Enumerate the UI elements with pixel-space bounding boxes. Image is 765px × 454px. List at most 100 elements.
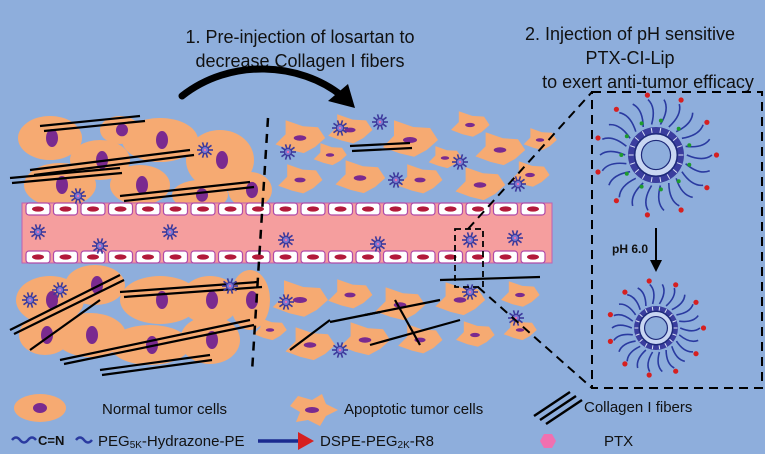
collagen-fiber	[123, 285, 263, 299]
endothelial-cell	[437, 250, 464, 264]
apoptotic-tumor-cell	[456, 321, 495, 347]
liposome-particle	[332, 342, 348, 358]
liposome-released	[607, 278, 707, 378]
endothelial-cell	[492, 202, 519, 216]
collagen-fiber	[123, 185, 255, 203]
bond-label: C=N	[38, 433, 64, 448]
collagen-fiber	[33, 153, 195, 177]
legend-collagen-icon	[533, 390, 583, 426]
legend-ptx-icon	[540, 434, 556, 448]
liposome-particle	[22, 292, 38, 308]
collagen-fiber	[9, 166, 121, 180]
collagen-fiber	[369, 318, 461, 347]
normal-tumor-cell	[228, 172, 272, 208]
endothelial-row-bottom	[25, 250, 546, 264]
collagen-fiber	[394, 299, 421, 346]
liposome-particle	[162, 224, 178, 240]
liposome-particle	[370, 236, 386, 252]
endothelial-row-top	[25, 202, 546, 216]
legend: Normal tumor cells Apoptotic tumor cells…	[11, 390, 692, 451]
endothelial-cell	[25, 250, 51, 264]
step2-title-line3: to exert anti-tumor efficacy	[542, 72, 754, 92]
liposome-intact	[595, 92, 720, 218]
liposome-particle	[388, 172, 404, 188]
legend-collagen: Collagen I fibers	[584, 399, 692, 416]
endothelial-cell	[300, 202, 326, 216]
endothelial-cell	[52, 250, 79, 264]
collagen-fiber	[349, 141, 411, 148]
apoptotic-tumor-cell	[382, 120, 438, 157]
zoom-line-top	[467, 91, 593, 230]
apoptotic-tumor-cell	[501, 281, 540, 307]
normal-tumor-cell	[230, 270, 270, 330]
collagen-fiber	[439, 275, 541, 282]
endothelial-cell	[135, 202, 161, 216]
endothelial-cell	[245, 202, 271, 216]
collagen-fiber	[29, 148, 191, 172]
endothelial-cell	[162, 202, 189, 216]
apoptotic-tumor-cell	[328, 114, 373, 144]
peg-suffix: -Hydrazone-PE	[142, 433, 245, 450]
endothelial-cell	[217, 202, 244, 216]
endothelial-cell	[190, 202, 216, 216]
apoptotic-tumor-cell	[511, 161, 550, 187]
liposome-particle	[510, 176, 526, 192]
legend-dspe: DSPE-PEG2K-R8	[320, 433, 434, 451]
collagen-fiber	[351, 146, 413, 153]
liposome-particle	[462, 232, 478, 248]
collagen-fiber	[119, 280, 259, 294]
apoptotic-tumor-cell	[523, 128, 557, 151]
collagen-fiber	[119, 180, 251, 198]
peg-prefix: PEG	[98, 433, 130, 450]
endothelial-cell	[410, 250, 436, 264]
ph-arrow-icon	[650, 228, 662, 272]
collagen-fiber	[29, 299, 101, 351]
apoptotic-tumor-cell	[285, 327, 336, 361]
apoptotic-tumor-cell	[328, 279, 373, 309]
endothelial-cell	[162, 250, 189, 264]
endothelial-cell	[300, 250, 326, 264]
endothelial-cell	[135, 250, 161, 264]
tumor-cell-region-lower	[16, 265, 540, 365]
ph-label: pH 6.0	[612, 242, 648, 256]
collagen-fibers	[9, 114, 541, 377]
apoptotic-tumor-cell	[340, 322, 391, 356]
apoptotic-tumor-cell	[272, 280, 328, 317]
apoptotic-tumor-cell	[278, 164, 323, 194]
collagen-fiber	[99, 353, 211, 372]
liposome-particle	[52, 282, 68, 298]
collagen-fiber	[59, 318, 251, 362]
legend-peg-hydrazone-icon: C=N	[11, 433, 93, 448]
collagen-fiber	[43, 119, 146, 133]
endothelial-cell	[107, 250, 134, 264]
step1-title-line1: 1. Pre-injection of losartan to	[185, 27, 414, 47]
endothelial-cell	[355, 202, 381, 216]
liposome-particle	[462, 284, 478, 300]
liposome-particle	[372, 114, 388, 130]
apoptotic-tumor-cell	[455, 167, 506, 201]
apoptotic-tumor-cell	[275, 120, 326, 154]
step2-title-line1: 2. Injection of pH sensitive	[525, 24, 735, 44]
legend-apoptotic-cell-icon	[290, 394, 338, 426]
legend-normal-cell-icon	[14, 394, 66, 422]
apoptotic-tumor-cell	[451, 111, 490, 137]
endothelial-cell	[355, 250, 381, 264]
collagen-fiber	[13, 279, 125, 335]
apoptotic-tumor-cell	[503, 318, 537, 341]
liposome-particle	[30, 224, 46, 240]
dspe-sub: 2K	[398, 440, 411, 451]
dspe-prefix: DSPE-PEG	[320, 433, 398, 450]
endothelial-cell	[327, 250, 354, 264]
liposome-particle	[197, 142, 213, 158]
endothelial-cell	[217, 250, 244, 264]
legend-ptx: PTX	[604, 433, 633, 450]
endothelial-cell	[52, 202, 79, 216]
peg-sub: 5K	[130, 440, 143, 451]
normal-tumor-cell	[180, 276, 240, 324]
apoptotic-tumor-cell	[475, 132, 526, 166]
endothelial-cell	[80, 250, 106, 264]
liposome-particle	[278, 294, 294, 310]
collagen-fiber	[289, 319, 331, 351]
curved-arrow-icon	[178, 65, 355, 108]
